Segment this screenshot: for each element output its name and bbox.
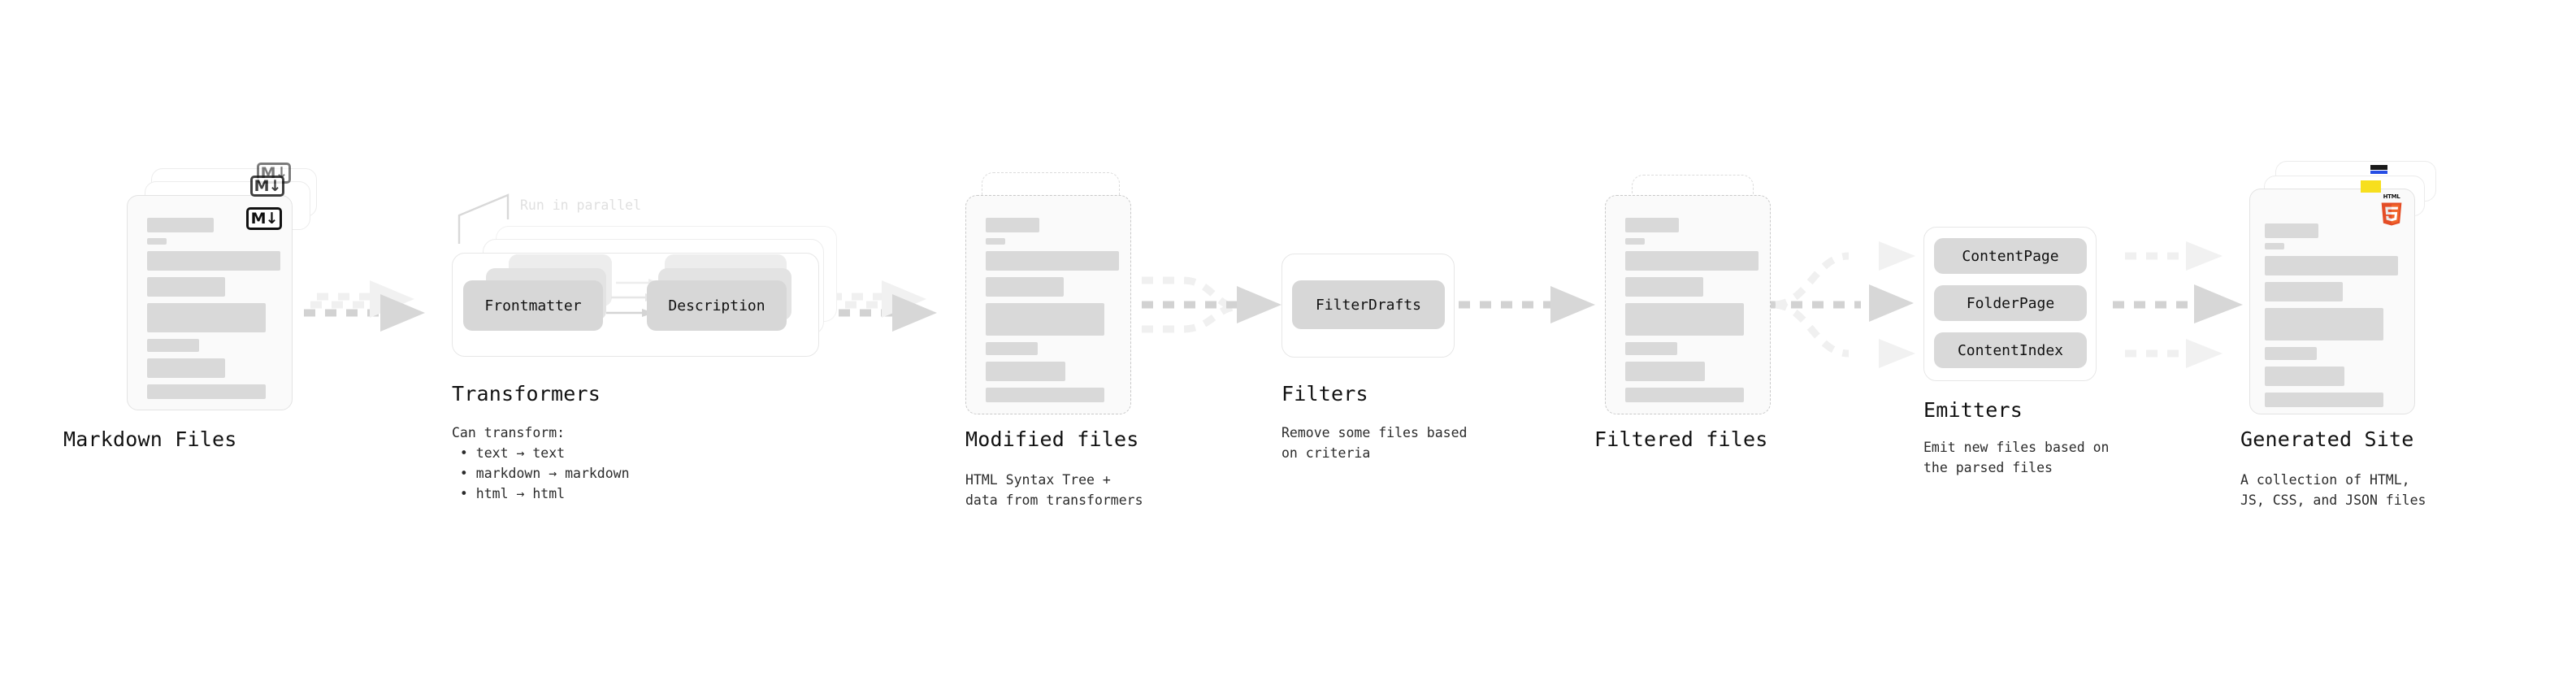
stage-title-generated-site: Generated Site	[2240, 427, 2414, 451]
site-file-card-front	[2249, 189, 2415, 414]
markdown-file-card-front	[127, 195, 293, 410]
css3-icon	[2370, 165, 2387, 175]
markdown-icon-label: M↓	[250, 209, 279, 228]
stage-subtitle-transformers: Can transform: • text → text • markdown …	[452, 425, 630, 501]
filter-pill-filterdrafts[interactable]: FilterDrafts	[1292, 280, 1445, 329]
markdown-icon-mid-label: M↓	[254, 176, 282, 195]
stage-subtitle-filters: Remove some files based on criteria	[1281, 425, 1468, 461]
markdown-icon: M↓	[246, 207, 282, 230]
connector-markdown-to-transformers	[304, 280, 425, 332]
emitter-pill-contentpage[interactable]: ContentPage	[1934, 238, 2087, 274]
transformer-pill-description-label: Description	[668, 297, 765, 314]
transformer-pill-frontmatter[interactable]: Frontmatter	[463, 280, 603, 331]
filtered-file-card-front	[1605, 195, 1771, 414]
markdown-icon-mid: M↓	[250, 176, 284, 197]
stage-title-transformers: Transformers	[452, 382, 601, 406]
stage-title-modified-files: Modified files	[965, 427, 1139, 451]
modified-file-card-front	[965, 195, 1131, 414]
emitter-pill-contentindex-label: ContentIndex	[1957, 341, 2064, 359]
stage-subtitle-modified-files: HTML Syntax Tree + data from transformer…	[965, 472, 1143, 508]
html5-icon: HTML	[2379, 193, 2404, 228]
emitter-pill-folderpage[interactable]: FolderPage	[1934, 285, 2087, 321]
stage-title-emitters: Emitters	[1923, 398, 2023, 422]
connector-emitters-to-site	[2113, 241, 2243, 368]
run-in-parallel-label: Run in parallel	[520, 197, 642, 213]
emitter-pill-contentpage-label: ContentPage	[1962, 247, 2059, 265]
stage-subtitle-emitters: Emit new files based on the parsed files	[1923, 440, 2110, 475]
connector-filters-to-filtered	[1459, 286, 1595, 323]
stage-title-filters: Filters	[1281, 382, 1368, 406]
stage-subtitle-generated-site: A collection of HTML, JS, CSS, and JSON …	[2240, 472, 2426, 508]
stage-title-markdown-files: Markdown Files	[63, 427, 237, 451]
html5-icon-wordmark: HTML	[2383, 193, 2400, 200]
js-icon	[2361, 180, 2381, 193]
emitter-pill-contentindex[interactable]: ContentIndex	[1934, 332, 2087, 368]
connector-modified-to-filters	[1142, 276, 1281, 333]
filter-pill-filterdrafts-label: FilterDrafts	[1315, 296, 1422, 314]
transformer-pill-frontmatter-label: Frontmatter	[484, 297, 582, 314]
transformer-pill-description[interactable]: Description	[647, 280, 787, 331]
emitter-pill-folderpage-label: FolderPage	[1966, 294, 2055, 312]
stage-title-filtered-files: Filtered files	[1594, 427, 1768, 451]
